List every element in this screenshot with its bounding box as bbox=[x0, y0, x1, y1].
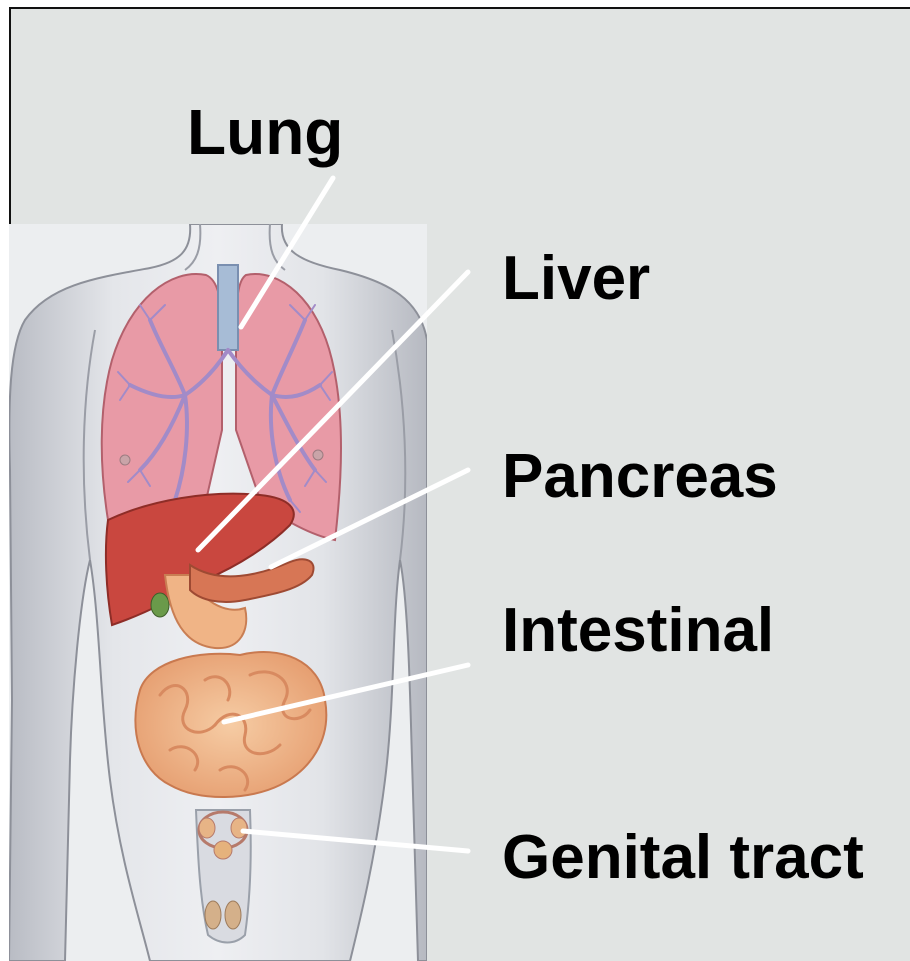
label-liver: Liver bbox=[502, 248, 650, 310]
prostate bbox=[214, 841, 232, 859]
testis-right bbox=[225, 901, 241, 929]
gallbladder bbox=[151, 593, 169, 617]
trachea bbox=[218, 265, 238, 350]
label-intestinal: Intestinal bbox=[502, 600, 774, 662]
seminal-vesicle-left bbox=[199, 818, 215, 838]
seminal-vesicle-right bbox=[231, 818, 247, 838]
nipple-right bbox=[313, 450, 323, 460]
testis-left bbox=[205, 901, 221, 929]
label-lung: Lung bbox=[187, 100, 343, 164]
label-genital-tract: Genital tract bbox=[502, 827, 864, 889]
nipple-left bbox=[120, 455, 130, 465]
label-pancreas: Pancreas bbox=[502, 446, 778, 508]
